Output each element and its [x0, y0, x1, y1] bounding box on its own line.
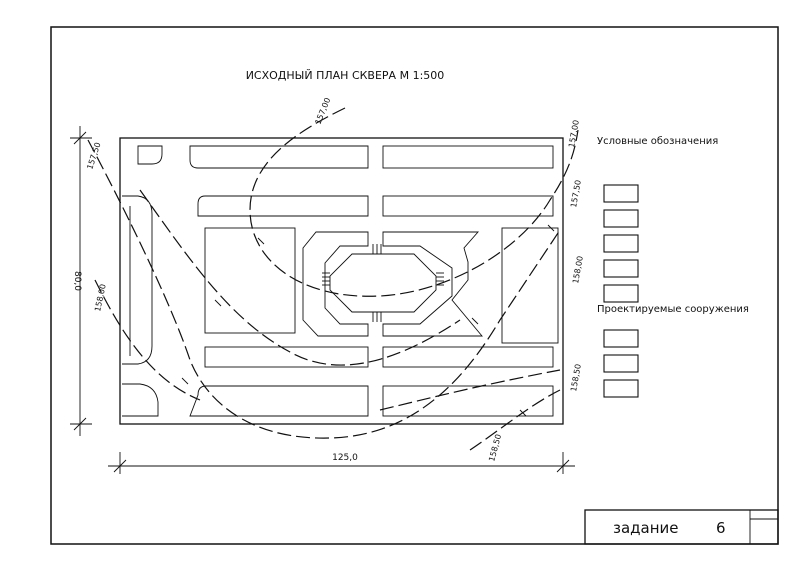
right-inner-block [501, 227, 559, 344]
contour-lines [87, 107, 579, 451]
dimension-width: 125,0 [108, 452, 575, 474]
row4-block-1 [204, 346, 369, 368]
bottom-left-corner-block [122, 383, 159, 417]
dimension-height: 80,0 [70, 126, 92, 436]
title-block: задание 6 [584, 509, 779, 545]
legend-swatch [603, 354, 639, 373]
legend-conventional-title: Условные обозначения [597, 136, 718, 147]
dimension-height-label: 80,0 [72, 271, 82, 291]
legend-swatch [603, 209, 639, 228]
left-inner-block [204, 227, 296, 334]
contour-label: 157,50 [85, 141, 102, 170]
site-plan [87, 107, 579, 451]
central-octagon [329, 253, 437, 313]
contour-label: 158,00 [571, 255, 585, 284]
task-label: задание [613, 519, 679, 537]
task-number: 6 [716, 519, 726, 537]
contour-label: 157,50 [569, 179, 583, 208]
bottom-block-1 [189, 385, 369, 417]
legend-swatch [603, 284, 639, 303]
dimension-width-label: 125,0 [332, 453, 358, 463]
top-left-corner-block [137, 145, 163, 165]
contour-label: 157,00 [314, 96, 333, 125]
contour-ticks [181, 224, 555, 417]
row2-block-2 [382, 195, 554, 217]
legend-swatch [603, 379, 639, 398]
steps [322, 244, 444, 322]
contour-labels: 157,00 157,50 157,50 157,00 158,00 158,0… [85, 96, 584, 462]
contour-label: 158,00 [93, 283, 108, 312]
contour-label: 158,50 [569, 363, 583, 392]
contour-label: 158,50 [487, 433, 503, 462]
contour-label: 157,00 [567, 119, 581, 148]
central-plaza-outer [302, 231, 369, 337]
drawing-frame [50, 26, 779, 545]
legend-swatch [603, 184, 639, 203]
legend-designed-title: Проектируемые сооружения [597, 304, 749, 315]
legend-swatch [603, 234, 639, 253]
left-strip [122, 195, 153, 365]
top-block-2 [382, 145, 554, 169]
legend-swatch [603, 259, 639, 278]
plan-title: ИСХОДНЫЙ ПЛАН СКВЕРА М 1:500 [246, 69, 445, 82]
bottom-block-2 [382, 385, 554, 417]
site-boundary [119, 137, 564, 425]
legend-swatch [603, 329, 639, 348]
row4-block-2 [382, 346, 554, 368]
legend-designed: Проектируемые сооружения [597, 304, 749, 398]
central-plaza-outer-right [382, 231, 483, 337]
legend-conventional: Условные обозначения [597, 136, 718, 303]
top-block-1 [189, 145, 369, 169]
row2-block-1 [197, 195, 369, 217]
